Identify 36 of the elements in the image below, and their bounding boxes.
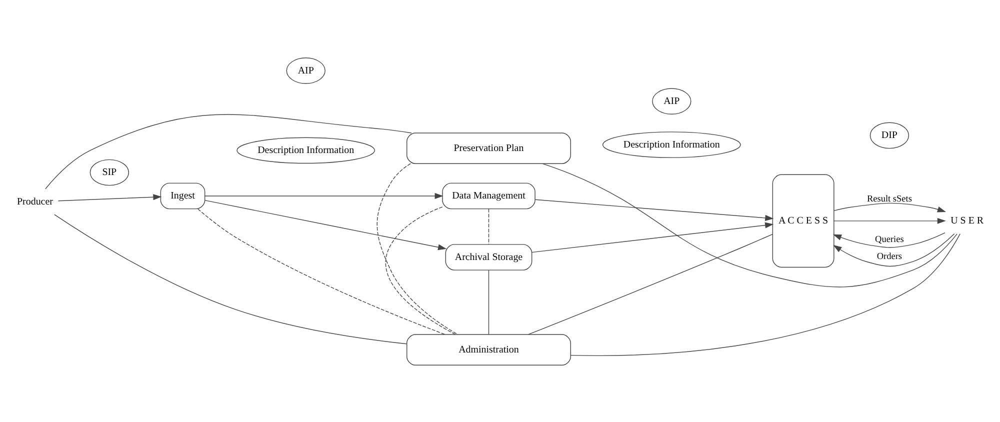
node-box: Ingest: [160, 182, 205, 209]
connector: [44, 114, 412, 189]
connector: [384, 206, 456, 334]
connector: [488, 208, 489, 244]
arrow: [833, 202, 946, 212]
edge-label: Orders: [876, 251, 902, 262]
connector: [54, 214, 406, 344]
arrow: [204, 199, 446, 250]
node-ellipse: AIP: [652, 88, 691, 114]
node-ellipse: AIP: [286, 57, 325, 84]
arrow: [534, 198, 774, 220]
arrow: [57, 194, 162, 201]
node-box: A C C E S S: [772, 174, 834, 268]
arrow: [204, 192, 443, 198]
node-box: Archival Storage: [444, 244, 532, 270]
node-ellipse: DIP: [869, 122, 909, 148]
edge-label: Queries: [874, 234, 904, 244]
connector: [376, 162, 458, 334]
connector: [570, 233, 960, 356]
node-ellipse: SIP: [89, 158, 128, 186]
node-text: U S E R: [950, 215, 984, 226]
arrow: [832, 232, 954, 266]
node-box: Administration: [406, 334, 570, 365]
node-text: Producer: [16, 196, 52, 207]
connector: [527, 233, 772, 334]
connector: [197, 208, 445, 334]
node-ellipse: Description Information: [602, 131, 740, 158]
edge-label: Result sSets: [866, 194, 912, 204]
node-ellipse: Description Information: [236, 136, 375, 164]
connector: [488, 269, 489, 334]
node-box: Preservation Plan: [406, 132, 570, 164]
node-box: Data Management: [442, 182, 535, 209]
arrow: [531, 222, 774, 252]
arrow: [833, 217, 946, 224]
connector: [542, 162, 957, 287]
arrow: [832, 232, 945, 248]
